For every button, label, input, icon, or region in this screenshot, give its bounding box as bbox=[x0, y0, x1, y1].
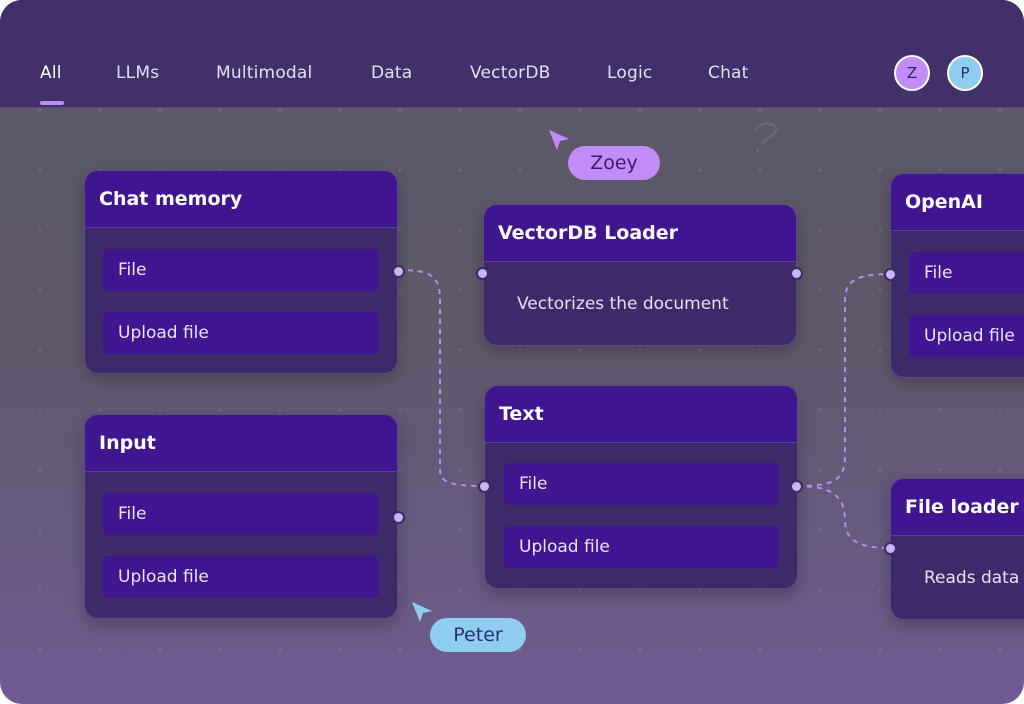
output-port[interactable] bbox=[790, 267, 803, 280]
node-title: VectorDB Loader bbox=[484, 205, 796, 262]
avatar-peter[interactable]: P bbox=[947, 55, 983, 91]
node-title: Chat memory bbox=[85, 171, 397, 228]
node-file-loader[interactable]: File loader Reads data bbox=[890, 478, 1024, 620]
file-field[interactable]: File bbox=[504, 463, 779, 505]
node-description: Reads data bbox=[924, 568, 1020, 588]
node-vectordb-loader[interactable]: VectorDB Loader Vectorizes the document bbox=[483, 204, 797, 346]
output-port[interactable] bbox=[392, 511, 405, 524]
tab-llms[interactable]: LLMs bbox=[116, 63, 160, 83]
cursor-arrow-icon bbox=[549, 130, 569, 150]
node-title: Input bbox=[85, 415, 397, 472]
node-text[interactable]: Text File Upload file bbox=[484, 385, 798, 589]
upload-file-field[interactable]: Upload file bbox=[103, 312, 379, 354]
avatar-zoey[interactable]: Z bbox=[894, 55, 930, 91]
tab-chat[interactable]: Chat bbox=[708, 63, 749, 83]
cursor-label-zoey: Zoey bbox=[568, 146, 660, 180]
link-text-openai bbox=[796, 273, 891, 487]
upload-file-field[interactable]: Upload file bbox=[504, 526, 779, 568]
tab-all[interactable]: All bbox=[40, 63, 62, 83]
tab-vectordb[interactable]: VectorDB bbox=[470, 63, 551, 83]
node-input[interactable]: Input File Upload file bbox=[84, 414, 398, 619]
output-port[interactable] bbox=[392, 265, 405, 278]
input-port[interactable] bbox=[476, 267, 489, 280]
input-port[interactable] bbox=[884, 268, 897, 281]
node-description: Vectorizes the document bbox=[517, 294, 729, 314]
file-field[interactable]: File bbox=[103, 493, 379, 535]
tab-multimodal[interactable]: Multimodal bbox=[216, 63, 313, 83]
input-port[interactable] bbox=[478, 480, 491, 493]
active-tab-indicator bbox=[40, 101, 64, 105]
upload-file-field[interactable]: Upload file bbox=[909, 315, 1024, 357]
link-chatmemory-text bbox=[397, 269, 485, 487]
cursor-label-peter: Peter bbox=[430, 618, 526, 652]
file-field[interactable]: File bbox=[103, 249, 379, 291]
node-title: OpenAI bbox=[891, 174, 1024, 231]
node-chat-memory[interactable]: Chat memory File Upload file bbox=[84, 170, 398, 374]
node-openai[interactable]: OpenAI File Upload file bbox=[890, 173, 1024, 378]
input-port[interactable] bbox=[884, 542, 897, 555]
node-title: Text bbox=[485, 386, 797, 443]
node-title: File loader bbox=[891, 479, 1024, 536]
question-mark-icon bbox=[754, 122, 778, 154]
output-port[interactable] bbox=[790, 480, 803, 493]
upload-file-field[interactable]: Upload file bbox=[103, 556, 379, 598]
cursor-arrow-icon bbox=[412, 602, 432, 622]
tab-data[interactable]: Data bbox=[371, 63, 413, 83]
link-text-fileloader bbox=[796, 485, 891, 549]
tab-logic[interactable]: Logic bbox=[607, 63, 653, 83]
top-nav-bar: All LLMs Multimodal Data VectorDB Logic … bbox=[0, 0, 1024, 108]
file-field[interactable]: File bbox=[909, 252, 1024, 294]
